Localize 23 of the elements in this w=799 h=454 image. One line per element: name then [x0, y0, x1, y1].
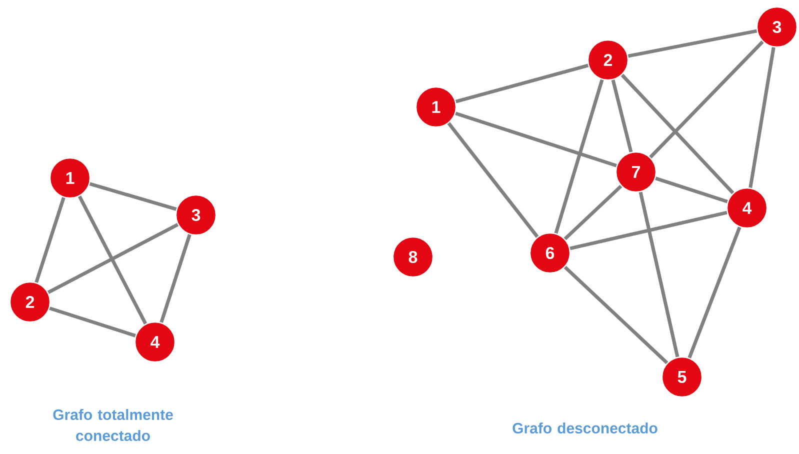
- edge-line: [78, 195, 148, 325]
- edge-line: [447, 122, 539, 238]
- edge-line: [49, 306, 136, 338]
- edge-line: [564, 266, 668, 364]
- edge-line: [688, 226, 742, 358]
- edge-line: [34, 197, 66, 283]
- edge-line: [455, 64, 589, 104]
- graph-caption: Grafo desconectado: [512, 422, 658, 434]
- edge-line: [649, 40, 764, 158]
- edge-line: [564, 184, 622, 240]
- edge-line: [570, 210, 728, 250]
- edge-line: [638, 192, 680, 358]
- edge-line: [89, 182, 177, 211]
- edge-line: [611, 80, 633, 152]
- edge-line: [160, 234, 192, 323]
- edge-line: [748, 47, 776, 188]
- edge-line: [620, 74, 734, 194]
- edge-line: [655, 176, 728, 204]
- graph-caption: Grafo totalmente conectado: [53, 408, 173, 441]
- edge-line: [47, 223, 179, 294]
- edge-line: [455, 112, 617, 168]
- edge-line: [628, 29, 758, 58]
- edge-line: [554, 79, 604, 234]
